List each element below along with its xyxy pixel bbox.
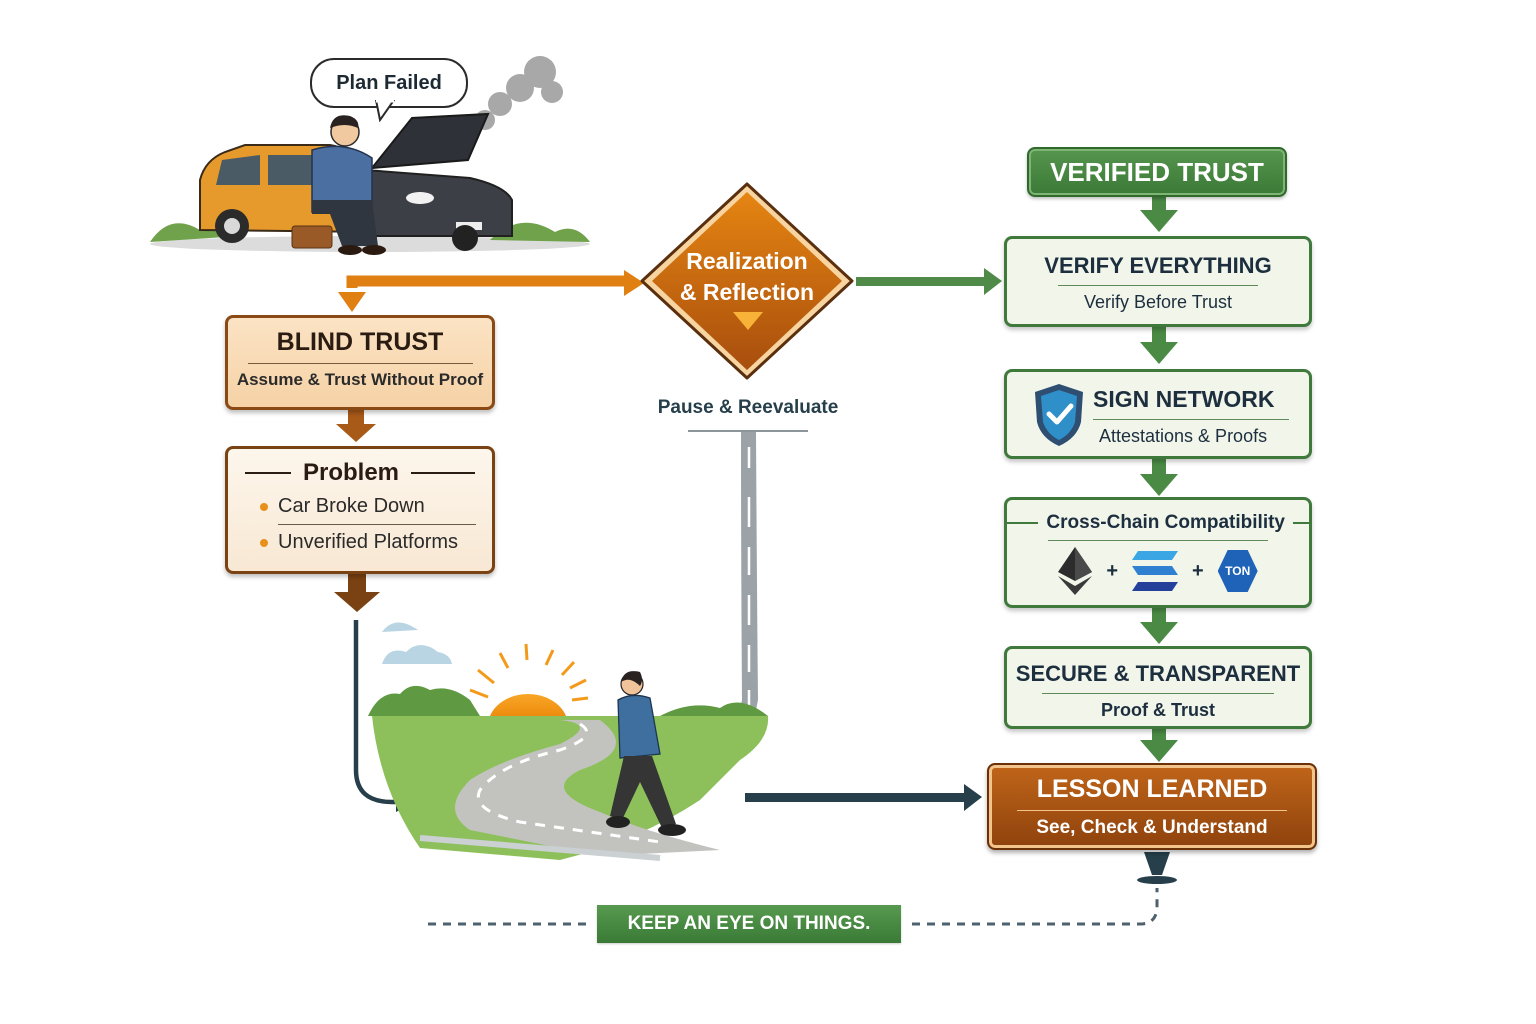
dashed-footer-line — [428, 888, 1159, 926]
pause-caption: Pause & Reevaluate — [657, 397, 839, 418]
cloud-icon — [382, 622, 452, 664]
realization-diamond — [640, 182, 854, 380]
solana-icon — [1132, 551, 1178, 591]
step-cross-chain: Cross-Chain Compatibility + + TON — [1004, 497, 1312, 608]
green-step-arrows — [1140, 197, 1178, 762]
sitting-man-icon — [291, 115, 386, 255]
sun-rays-icon — [469, 643, 589, 702]
brown-arrow-problem-down — [334, 573, 380, 612]
lesson-learned-box: LESSON LEARNED See, Check & Understand — [987, 763, 1317, 850]
blind-trust-subtitle: Assume & Trust Without Proof — [236, 370, 484, 389]
problem-item: Car Broke Down — [260, 495, 492, 518]
ethereum-icon — [1058, 547, 1093, 595]
down-triangle-icon — [733, 312, 763, 330]
green-arrow-to-verify — [856, 268, 1002, 295]
walking-road-illustration — [368, 622, 769, 861]
funnel-icon — [1137, 852, 1177, 884]
problem-title: Problem — [302, 459, 400, 486]
blind-trust-title: BLIND TRUST — [276, 328, 444, 356]
step-secure-transparent: SECURE & TRANSPARENT Proof & Trust — [1004, 646, 1312, 729]
verified-trust-header: VERIFIED TRUST — [1027, 147, 1287, 197]
keep-an-eye-banner: KEEP AN EYE ON THINGS. — [597, 905, 901, 943]
walking-man-icon — [606, 671, 686, 836]
ton-icon: TON — [1217, 550, 1258, 592]
step-verify-everything: VERIFY EVERYTHING Verify Before Trust — [1004, 236, 1312, 327]
orange-arrow-to-diamond — [338, 270, 644, 312]
speech-bubble-text: Plan Failed — [336, 71, 442, 94]
brown-arrow-blind-to-problem — [336, 410, 376, 442]
blind-trust-box: BLIND TRUST Assume & Trust Without Proof — [225, 315, 495, 410]
speech-bubble-tail — [374, 100, 396, 122]
diamond-label: Realization & Reflection — [679, 248, 815, 305]
dark-car-icon — [364, 112, 513, 251]
navy-arrow-to-lesson — [745, 784, 982, 811]
broken-car-illustration — [150, 56, 590, 255]
sun-icon — [490, 693, 566, 716]
problem-item: Unverified Platforms — [260, 531, 492, 554]
problem-box: Problem Car Broke Down Unverified Platfo… — [225, 446, 495, 574]
smoke-icon — [475, 56, 563, 130]
step-sign-network: SIGN NETWORK Attestations & Proofs — [1004, 369, 1312, 459]
vertical-road — [688, 430, 808, 730]
shield-check-icon — [1035, 384, 1083, 446]
